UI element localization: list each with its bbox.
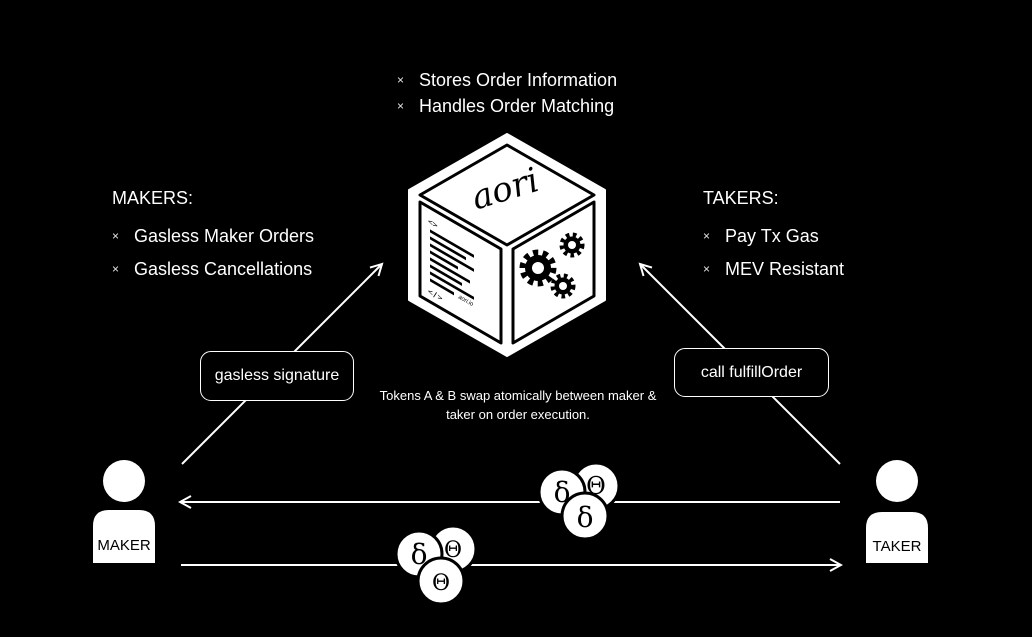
takers-heading: TAKERS:	[703, 188, 779, 208]
feature-text: MEV Resistant	[725, 259, 845, 279]
list-item: × Stores Order Information	[397, 67, 617, 93]
swap-caption: Tokens A & B swap atomically between mak…	[379, 388, 657, 422]
bullet-x-icon: ×	[112, 229, 120, 243]
bullet-x-icon: ×	[703, 262, 711, 276]
list-item: × MEV Resistant	[703, 256, 844, 282]
token-glyph: δ	[577, 501, 594, 534]
gears-icon	[519, 232, 585, 299]
token-b-coins: Θ δ δ	[537, 461, 621, 541]
gasless-signature-label: gasless signature	[200, 351, 354, 401]
feature-text: Stores Order Information	[419, 70, 618, 90]
server-features-list: × Stores Order Information × Handles Ord…	[397, 67, 617, 119]
bullet-x-icon: ×	[397, 73, 405, 87]
bullet-x-icon: ×	[112, 262, 120, 276]
feature-text: Gasless Cancellations	[134, 259, 313, 279]
makers-features-list: × Gasless Maker Orders × Gasless Cancell…	[112, 223, 314, 289]
feature-text: Handles Order Matching	[419, 96, 615, 116]
list-item: × Gasless Maker Orders	[112, 223, 314, 249]
cube-top-face	[418, 143, 596, 247]
taker-label: TAKER	[872, 538, 922, 555]
token-glyph: Θ	[444, 538, 462, 563]
bullet-x-icon: ×	[703, 229, 711, 243]
makers-heading: MAKERS:	[112, 188, 194, 208]
token-glyph: δ	[411, 538, 428, 571]
list-item: × Pay Tx Gas	[703, 223, 844, 249]
svg-text:<>: <>	[428, 217, 438, 232]
token-a-coins: Θ δ Θ	[394, 524, 478, 606]
takers-features-list: × Pay Tx Gas × MEV Resistant	[703, 223, 844, 289]
bullet-x-icon: ×	[397, 99, 405, 113]
list-item: × Gasless Cancellations	[112, 256, 314, 282]
list-item: × Handles Order Matching	[397, 93, 617, 119]
maker-label: MAKER	[97, 537, 151, 554]
aori-server-cube: aori <> </> aori.io	[408, 133, 606, 357]
call-fulfill-order-label: call fulfillOrder	[674, 348, 829, 397]
taker-person-icon	[866, 460, 928, 563]
maker-person-icon	[93, 460, 155, 563]
feature-text: Gasless Maker Orders	[134, 226, 315, 246]
feature-text: Pay Tx Gas	[725, 226, 819, 246]
token-glyph: Θ	[432, 571, 450, 596]
